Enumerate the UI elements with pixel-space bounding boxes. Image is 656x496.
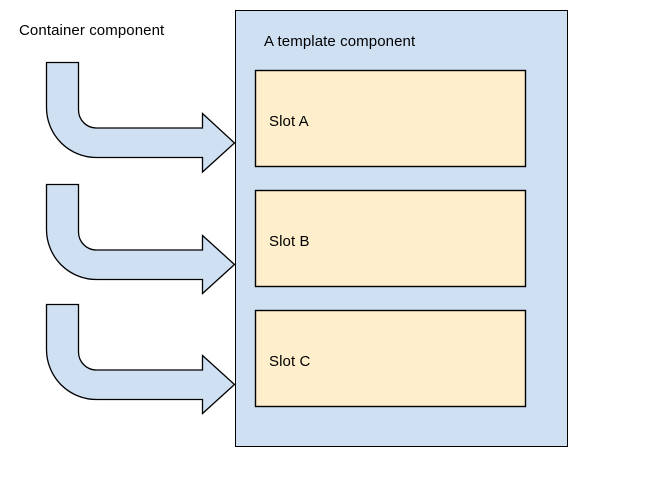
slot-c-box[interactable] — [254, 309, 527, 408]
arrow-to-slot-a[interactable] — [45, 61, 236, 174]
slot-b-box[interactable] — [254, 189, 527, 288]
slot-c-label: Slot C — [269, 353, 311, 370]
arrow-to-slot-b[interactable] — [45, 183, 236, 295]
slot-a-box[interactable] — [254, 69, 527, 168]
template-component-title: A template component — [264, 33, 416, 50]
container-component-label: Container component — [19, 22, 165, 39]
arrow-to-slot-c[interactable] — [45, 303, 236, 415]
slot-b-label: Slot B — [269, 233, 310, 250]
slot-a-label: Slot A — [269, 113, 309, 130]
